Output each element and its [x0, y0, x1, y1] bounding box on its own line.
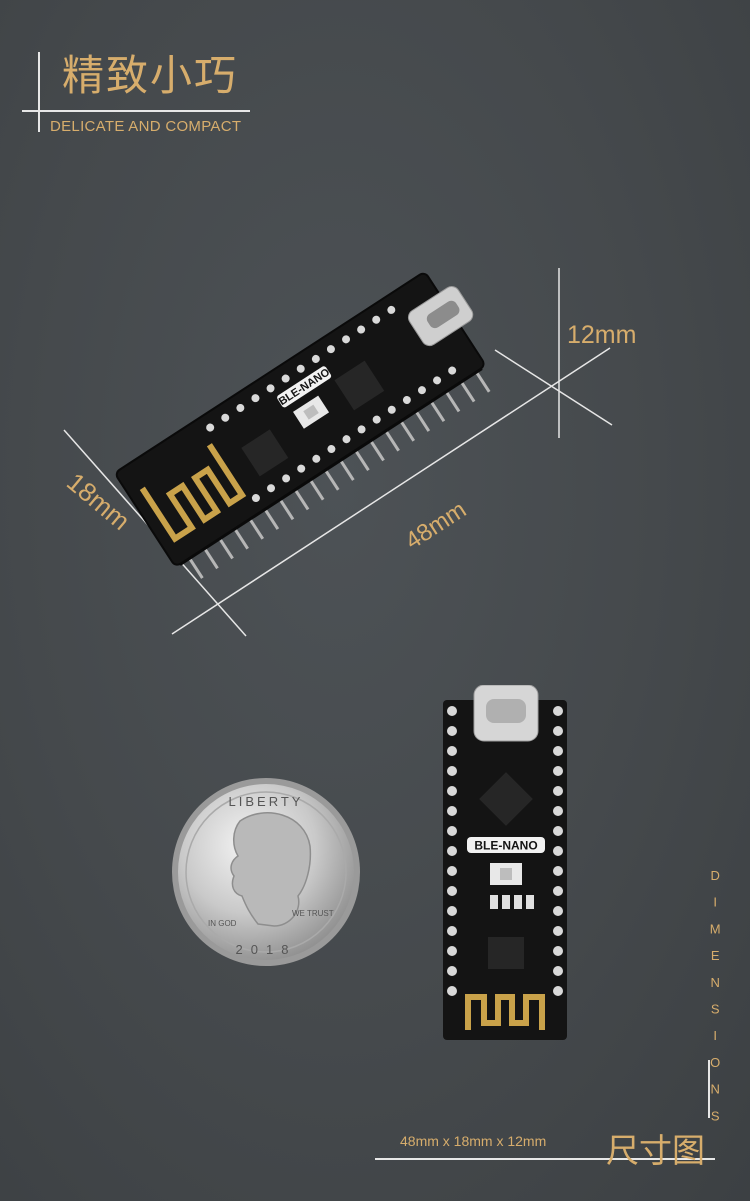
- half-dollar-coin: LIBERTY IN GOD WE TRUST 2018: [172, 778, 360, 966]
- coin-year: 2018: [236, 942, 297, 957]
- footer-size-text: 48mm x 18mm x 12mm: [400, 1133, 547, 1149]
- dimension-height: 12mm: [567, 321, 636, 349]
- page-title: 精致小巧: [62, 51, 239, 100]
- antenna-trace-top: [465, 994, 545, 1030]
- antenna-trace: [139, 443, 247, 543]
- side-vertical-line: [708, 1060, 710, 1118]
- header-vertical-line: [38, 52, 40, 132]
- board-dimension-illustration: BLE-NANO 18mm 48mm 12mm: [61, 268, 636, 637]
- dimension-length: 48mm: [401, 496, 472, 555]
- coin-top-text: LIBERTY: [229, 794, 304, 809]
- coin-right-text: WE TRUST: [292, 909, 334, 918]
- footer-horizontal-line: [375, 1158, 715, 1160]
- ble-nano-board-angled: BLE-NANO: [115, 272, 491, 579]
- coin-left-text: IN GOD: [208, 919, 237, 928]
- page-subtitle: DELICATE AND COMPACT: [50, 118, 242, 135]
- board-label-top-view: BLE-NANO: [474, 839, 537, 853]
- footer-title: 尺寸图: [606, 1131, 705, 1170]
- dimensions-side-label: DIMENSIONS: [702, 868, 723, 1135]
- side-label-text: DIMENSIONS: [707, 868, 723, 1135]
- header-horizontal-line: [22, 110, 250, 112]
- ble-nano-board-top-view: BLE-NANO: [443, 685, 567, 1040]
- mcu-chip: [334, 360, 385, 411]
- ble-chip: [241, 429, 289, 477]
- coin-portrait: [230, 812, 312, 927]
